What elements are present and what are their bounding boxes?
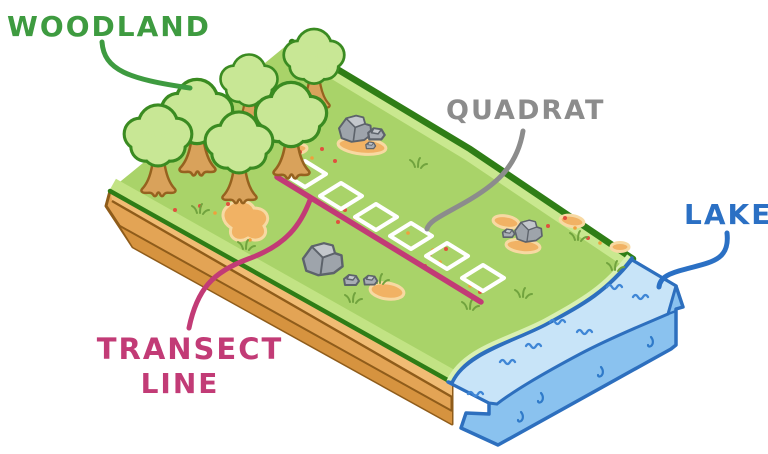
lake-label: LAKE bbox=[684, 198, 768, 231]
sand-patches bbox=[221, 136, 631, 301]
soil-block bbox=[104, 189, 454, 426]
transect-label-line2: LINE bbox=[141, 367, 220, 400]
transect-leader-line bbox=[186, 197, 313, 331]
quadrat-label: QUADRAT bbox=[446, 95, 605, 126]
shoreline bbox=[450, 256, 634, 385]
quadrat bbox=[460, 263, 506, 293]
quadrat-leader-line bbox=[424, 128, 526, 232]
quadrat bbox=[388, 221, 434, 251]
quadrat bbox=[318, 181, 364, 211]
quadrat bbox=[424, 241, 470, 271]
quadrat bbox=[353, 202, 399, 232]
woodland-leader-line bbox=[99, 39, 193, 91]
lake-leader-line bbox=[656, 230, 730, 290]
woodland-label: WOODLAND bbox=[7, 10, 211, 43]
transect-label-line1: TRANSECT bbox=[97, 332, 284, 366]
lake bbox=[446, 256, 685, 447]
